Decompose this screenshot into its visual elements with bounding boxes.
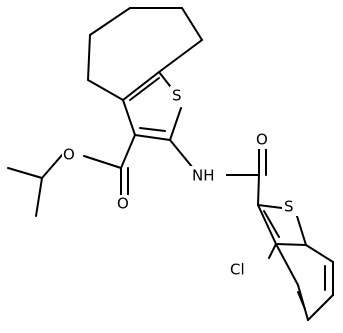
bond xyxy=(275,243,299,286)
bond xyxy=(257,204,277,245)
bond xyxy=(158,39,203,73)
isopropyl-ester-group xyxy=(7,134,136,217)
benzothiophene-sulfur-label: S xyxy=(284,198,294,216)
benzothiophene-ring xyxy=(257,204,334,321)
amide-linker xyxy=(169,139,267,206)
bond xyxy=(257,204,283,209)
bond xyxy=(169,107,182,141)
bond xyxy=(169,139,194,169)
bond xyxy=(7,167,43,179)
bond xyxy=(122,71,160,101)
chlorine-label: Cl xyxy=(230,261,245,279)
bond xyxy=(87,79,124,101)
amide-oxygen-label: O xyxy=(256,131,268,149)
bond xyxy=(297,291,306,310)
bond xyxy=(275,243,307,246)
thiophene-ring xyxy=(122,71,182,141)
bond xyxy=(87,34,91,81)
bond xyxy=(295,212,307,246)
bond xyxy=(257,174,260,206)
bond xyxy=(83,155,122,169)
bond xyxy=(122,99,136,136)
bond xyxy=(120,134,136,169)
bond xyxy=(139,127,166,132)
bond xyxy=(305,244,334,263)
bond xyxy=(263,210,280,238)
amide-nitrogen-label: NH xyxy=(192,167,215,185)
bond xyxy=(129,77,160,101)
bond xyxy=(41,154,63,179)
bond xyxy=(307,294,334,321)
bond xyxy=(89,7,131,36)
cycloheptane-ring xyxy=(87,7,203,101)
bond xyxy=(181,7,203,41)
bond xyxy=(268,243,277,259)
bond xyxy=(35,177,43,217)
bond xyxy=(134,134,171,141)
ester-oxygen-label: O xyxy=(63,146,75,164)
atom-labels: S O O NH O S Cl xyxy=(62,86,298,279)
carbonyl-oxygen-label: O xyxy=(117,195,129,213)
thiophene-sulfur-label: S xyxy=(172,87,182,105)
